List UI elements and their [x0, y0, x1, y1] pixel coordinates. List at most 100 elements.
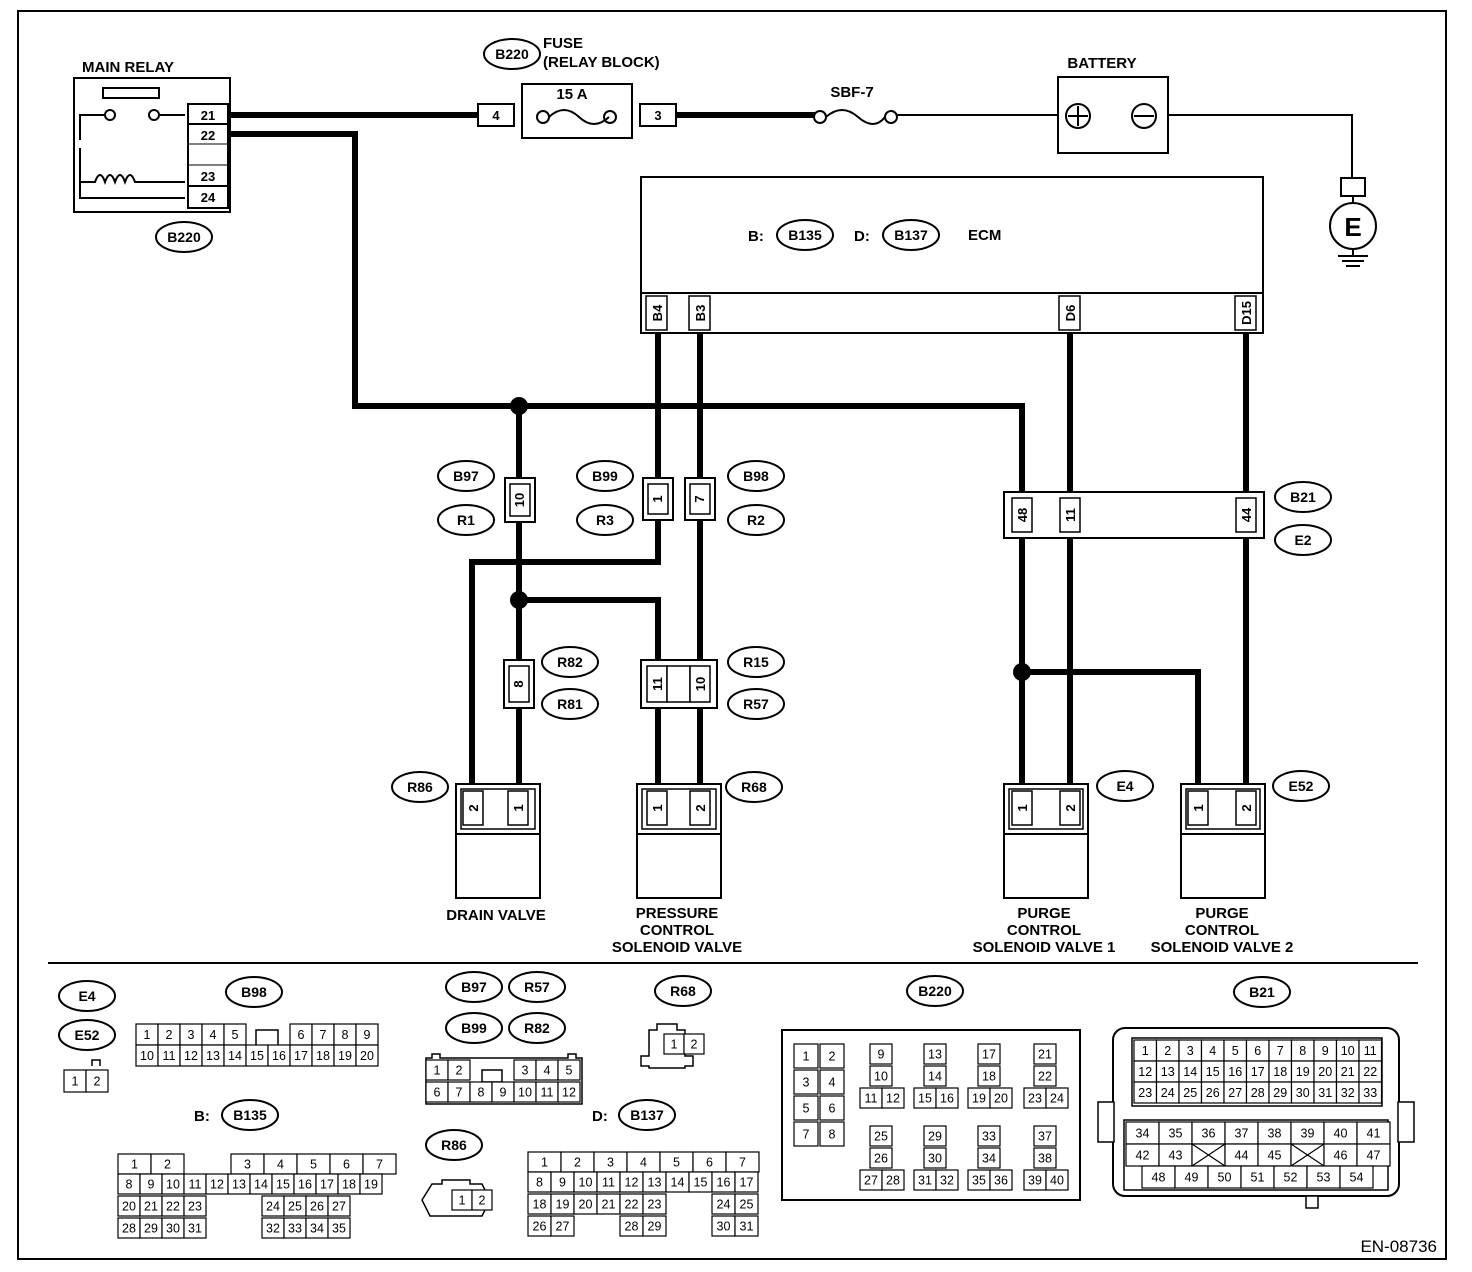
b97-pin-10: 10	[512, 493, 527, 507]
b220-pin-number: 21	[1038, 1048, 1052, 1062]
b220-cell	[977, 1147, 1001, 1169]
r86-pin-number: 2	[479, 1194, 486, 1208]
e4-pin-number: 2	[94, 1075, 101, 1089]
b21-pin-number: 37	[1235, 1127, 1249, 1141]
b21-pin-number: 36	[1202, 1127, 1216, 1141]
b137-pin-number: 27	[556, 1220, 570, 1234]
b220-pin-number: 8	[829, 1128, 836, 1142]
relay-contact-icon	[104, 109, 116, 121]
b21-pin-number: 33	[1363, 1086, 1377, 1100]
wire-pcsv-feed	[519, 597, 661, 662]
inline-r15: 11 10 R15 R57	[640, 646, 785, 720]
b21-pin-number: 15	[1206, 1065, 1220, 1079]
b98-pin-number: 4	[210, 1028, 217, 1042]
b137-pin-number: 13	[648, 1176, 662, 1190]
b137-pin-number: 12	[625, 1176, 639, 1190]
b137-pin-number: 3	[607, 1156, 614, 1170]
fuse-rating: 15 A	[556, 86, 587, 103]
inline-b98: 7 B98 R2	[684, 460, 785, 536]
b21-pin-number: 27	[1228, 1086, 1242, 1100]
b137-pin-number: 29	[648, 1220, 662, 1234]
purge1-label-1: PURGE	[1017, 905, 1070, 922]
legend-tag-b99: B99	[461, 1020, 487, 1036]
relay-coil-icon	[79, 148, 185, 199]
b21-pin-number: 24	[1161, 1086, 1175, 1100]
b220-pin-number: 2	[829, 1050, 836, 1064]
b220-pin-number: 29	[928, 1130, 942, 1144]
relay-pin-block	[187, 103, 229, 209]
e4-pin-1: 1	[1015, 804, 1030, 811]
ecm-pin-d6: D6	[1063, 305, 1078, 322]
ecm-b-prefix: B:	[748, 228, 764, 245]
b21-pin-number: 12	[1138, 1065, 1152, 1079]
sbf-label: SBF-7	[830, 84, 873, 101]
legend-tag-b21: B21	[1249, 984, 1275, 1000]
b135-pin-number: 30	[166, 1222, 180, 1236]
b98-pin-number: 14	[228, 1049, 242, 1063]
tag-r82: R82	[557, 654, 583, 670]
legend-tag-r68: R68	[670, 983, 696, 999]
pressure-control-valve: 1 2 R68 PRESSURE CONTROL SOLENOID VALVE	[612, 771, 783, 956]
r15-pin-11: 11	[650, 677, 665, 691]
b21-pin-number: 14	[1183, 1065, 1197, 1079]
b220-cell	[819, 1043, 845, 1069]
legend-tag-r86: R86	[441, 1137, 467, 1153]
b137-cell	[642, 1193, 667, 1215]
fuse-icon	[548, 109, 610, 125]
b220-pin-number: 1	[803, 1050, 810, 1064]
drain-valve: 2 1 R86 DRAIN VALVE	[391, 771, 546, 924]
r68-cell	[683, 1033, 705, 1055]
r68-pin-number: 2	[691, 1038, 698, 1052]
b21-pin-number: 21	[1341, 1065, 1355, 1079]
b220-pin-number: 12	[886, 1092, 900, 1106]
b137-pin-number: 31	[740, 1220, 754, 1234]
b97-pin-number: 10	[518, 1086, 532, 1100]
b220-pin-number: 28	[886, 1174, 900, 1188]
junction-dot	[1013, 663, 1031, 681]
b137-cell	[550, 1215, 575, 1237]
b21-pin-number: 23	[1138, 1086, 1152, 1100]
b97-pin-number: 9	[500, 1086, 507, 1100]
r86-cell	[471, 1189, 493, 1211]
b97-pin-number: 1	[434, 1064, 441, 1078]
b220-cell	[869, 1147, 893, 1169]
tag-b97: B97	[453, 468, 479, 484]
b135-pin-number: 18	[342, 1178, 356, 1192]
pin-23: 23	[201, 169, 215, 184]
b21-pin-number: 18	[1273, 1065, 1287, 1079]
pin-21: 21	[201, 108, 215, 123]
b135-pin-number: 20	[122, 1200, 136, 1214]
b21-pin-44: 44	[1239, 507, 1254, 522]
pcsv-label-3: SOLENOID VALVE	[612, 939, 742, 956]
tag-b137: B137	[894, 227, 928, 243]
b135-pin-number: 35	[332, 1222, 346, 1236]
tag-e4: E4	[1116, 778, 1133, 794]
b98-pin-number: 7	[320, 1028, 327, 1042]
b135-pin-number: 13	[232, 1178, 246, 1192]
b97-pin-number: 2	[456, 1064, 463, 1078]
unused-cavity-icon	[1191, 1143, 1226, 1167]
tag-b21: B21	[1290, 489, 1316, 505]
b21-pin-number: 48	[1152, 1171, 1166, 1185]
purge2-label-3: SOLENOID VALVE 2	[1151, 939, 1294, 956]
b21-pin-number: 45	[1268, 1149, 1282, 1163]
fuse-label: FUSE	[543, 35, 583, 52]
b220-pin-number: 37	[1038, 1130, 1052, 1144]
b135-pin-number: 2	[164, 1158, 171, 1172]
b135-pin-number: 28	[122, 1222, 136, 1236]
b137-cell	[734, 1215, 759, 1237]
tag-b220-fuse: B220	[495, 46, 529, 62]
ecm-label: ECM	[968, 227, 1001, 244]
b137-pin-number: 1	[541, 1156, 548, 1170]
b97-cell	[557, 1059, 581, 1081]
b220-cell	[923, 1043, 947, 1065]
b220-cell	[1045, 1087, 1069, 1109]
b220-cell	[819, 1095, 845, 1121]
b220-pin-number: 30	[928, 1152, 942, 1166]
b98-pin-number: 11	[163, 1049, 176, 1063]
legend-b135-prefix: B:	[194, 1108, 210, 1125]
b137-pin-number: 30	[717, 1220, 731, 1234]
r68-pin-2: 2	[693, 804, 708, 811]
tag-r57: R57	[743, 696, 769, 712]
